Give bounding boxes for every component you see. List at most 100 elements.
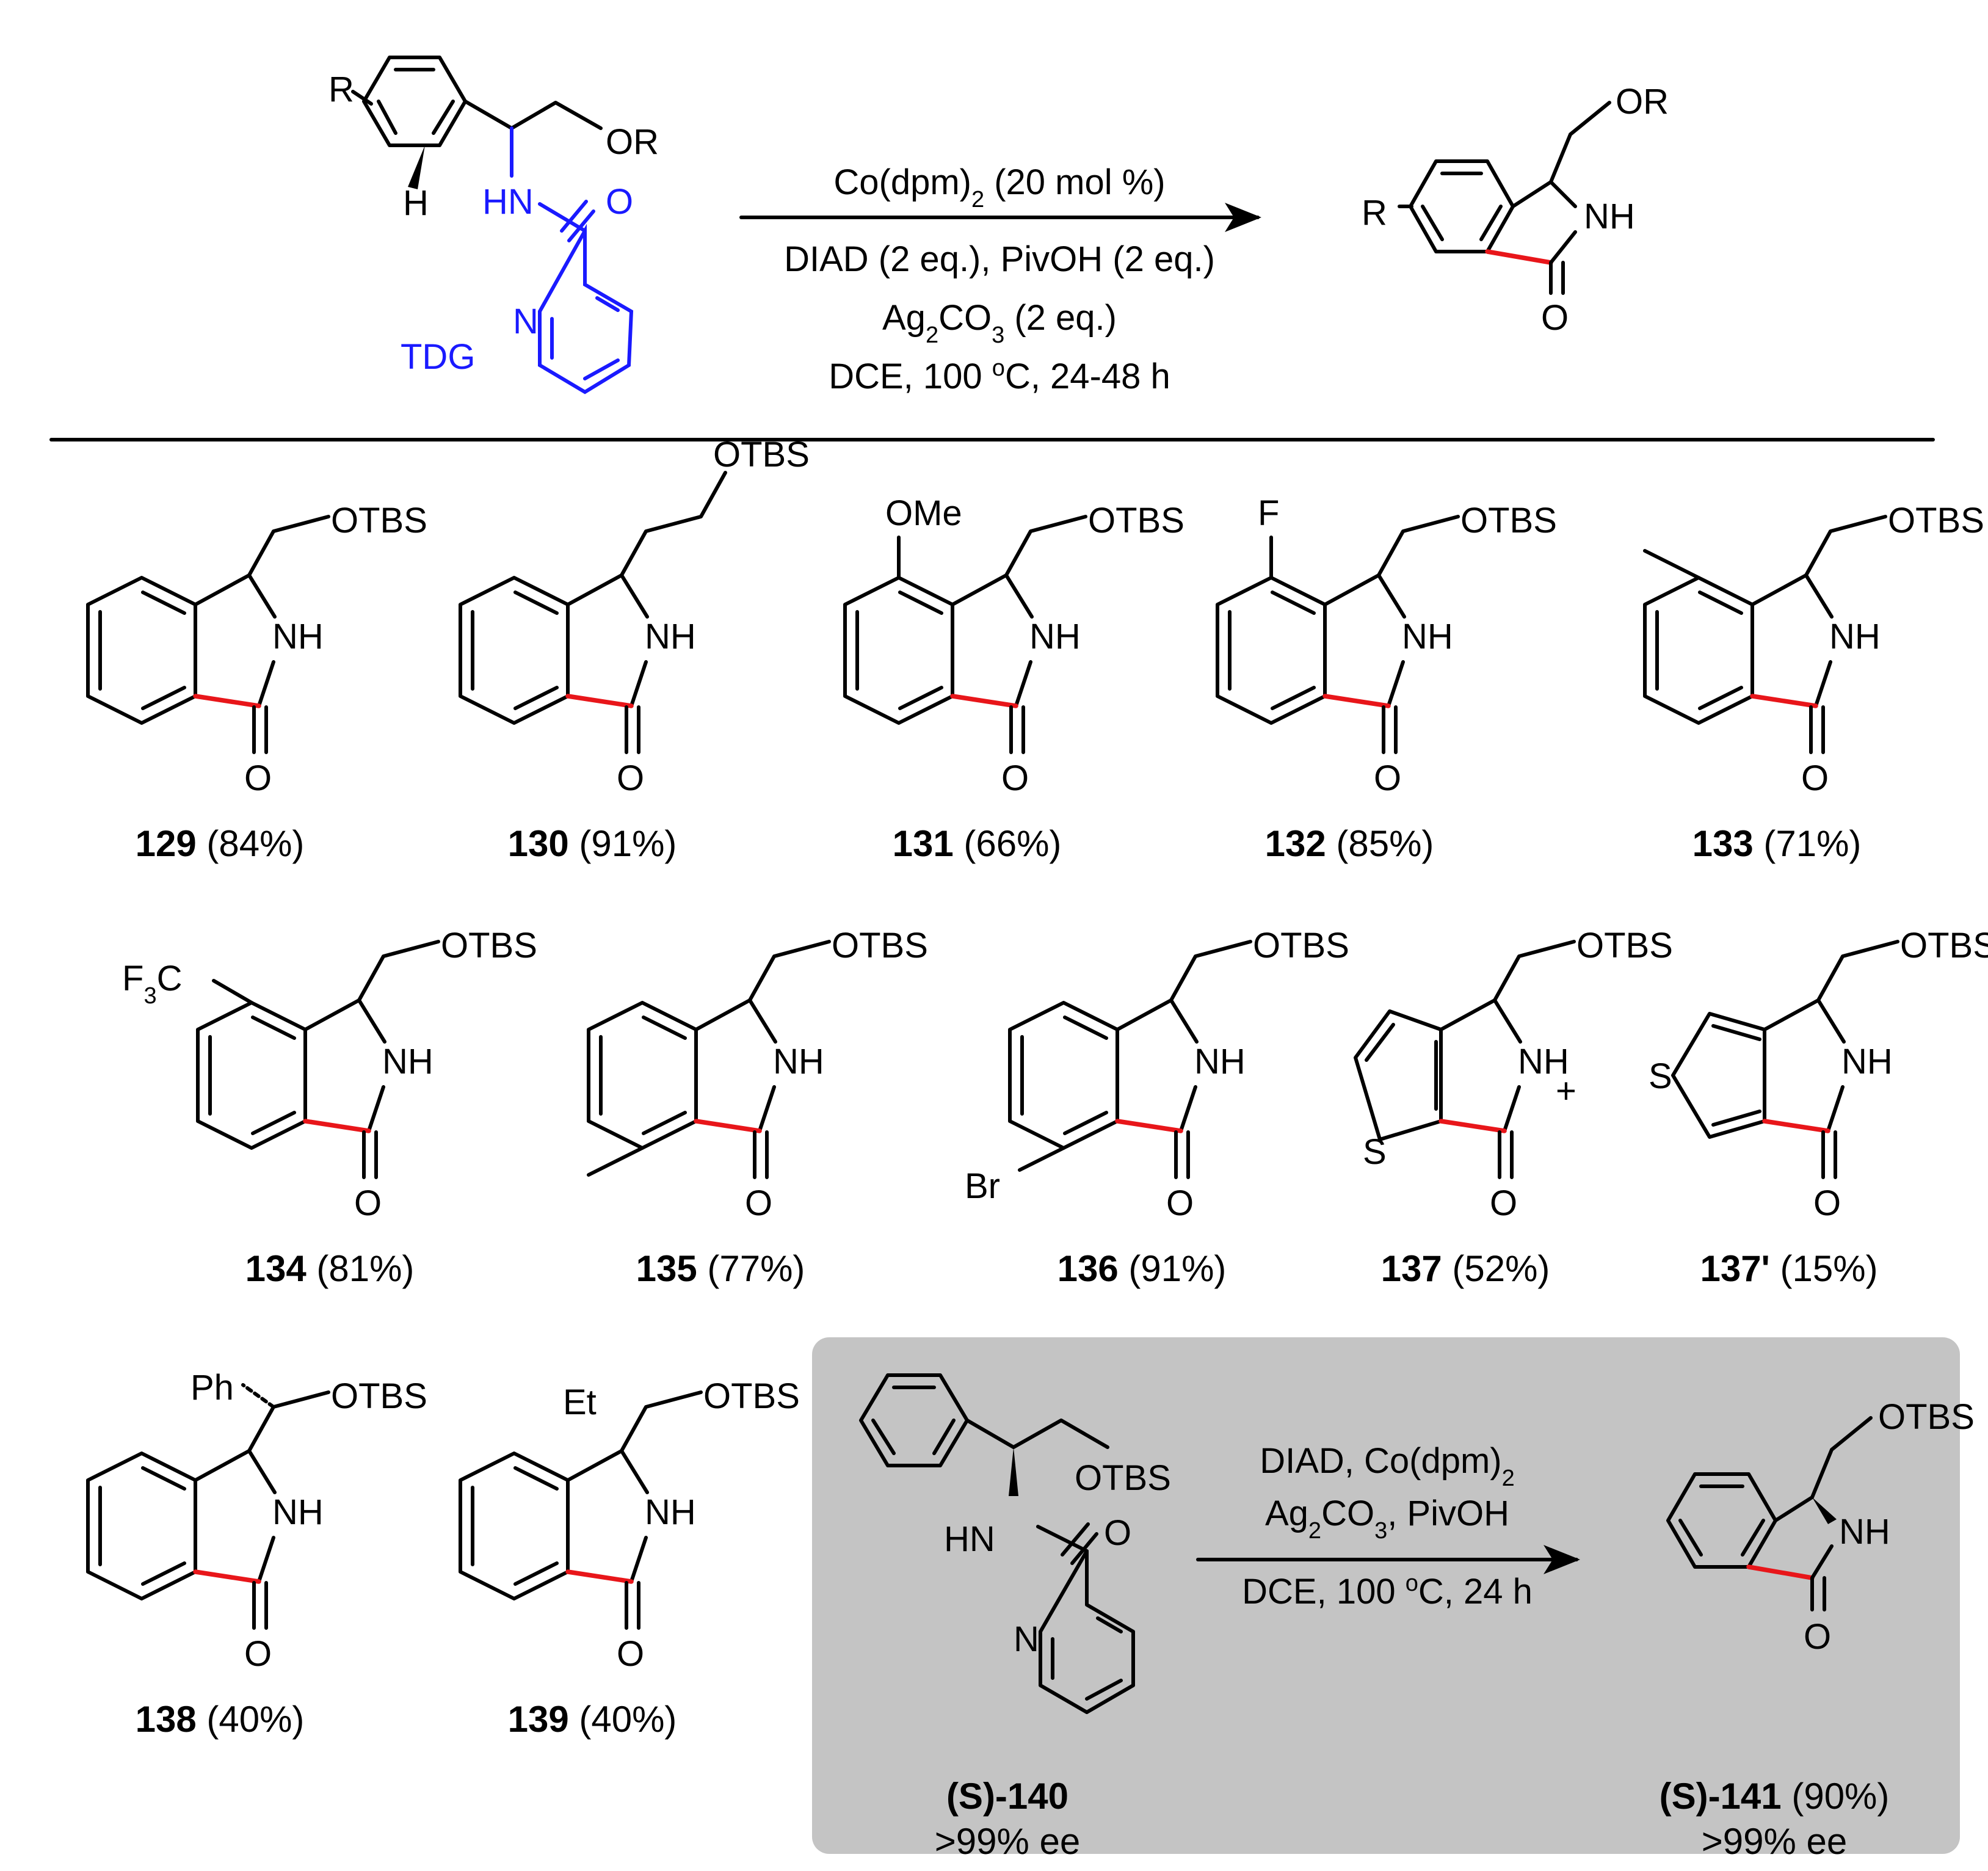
inset-sm-ee: >99% ee xyxy=(935,1821,1081,1862)
inset-panel xyxy=(812,1337,1960,1854)
ch2-chain xyxy=(247,515,330,577)
n-c1-bond xyxy=(367,1085,385,1133)
general-r-label: R xyxy=(328,70,354,109)
aromatic-bonds xyxy=(855,590,943,710)
sulfur-label: S xyxy=(1363,1132,1387,1172)
methyl-bond xyxy=(1643,549,1700,579)
inset-starting-material xyxy=(859,1373,1135,1714)
substituent-label: F3C xyxy=(122,959,182,1009)
inset-prod-nh: NH xyxy=(1839,1512,1890,1552)
inset-condition-3: DCE, 100 oC, 24 h xyxy=(1242,1571,1533,1611)
otbs-label: OTBS xyxy=(1576,926,1673,965)
c3-bonds xyxy=(566,573,649,619)
carbonyl-bond xyxy=(625,705,640,754)
inset-sm-o: O xyxy=(1104,1513,1131,1553)
n-c1-bond xyxy=(257,660,275,708)
c3-bonds xyxy=(194,573,277,619)
new-cc-bond xyxy=(565,694,634,708)
otbs-label: OTBS xyxy=(703,1376,800,1416)
inset-product xyxy=(1666,1416,1873,1611)
benzene-ring xyxy=(459,576,570,725)
ch2-chain xyxy=(1169,940,1252,1002)
ch2-chain xyxy=(748,940,831,1002)
general-condition-4: DCE, 100 oC, 24-48 h xyxy=(829,355,1170,396)
new-cc-bond xyxy=(1322,694,1391,708)
otbs-label: OTBS xyxy=(1888,501,1984,540)
substituent-label: Br xyxy=(965,1166,1000,1206)
n-c1-bond xyxy=(629,660,648,708)
inset-condition-2: Ag2CO3, PivOH xyxy=(1265,1494,1509,1544)
n-c1-bond xyxy=(1179,1085,1197,1133)
benzene-ring xyxy=(1008,1001,1119,1150)
carbonyl-bond xyxy=(362,1130,378,1179)
benzene-ring xyxy=(86,1451,197,1600)
nh-label: NH xyxy=(645,1492,696,1532)
inset-condition-1: DIAD, Co(dpm)2 xyxy=(1260,1441,1515,1491)
carbonyl-o-label: O xyxy=(1166,1183,1194,1223)
carbonyl-bond xyxy=(1498,1130,1514,1179)
otbs-label: OTBS xyxy=(331,1376,427,1416)
ch2-chain xyxy=(357,940,440,1002)
otbs-label: OTBS xyxy=(331,501,427,540)
n-c1-bond xyxy=(1814,660,1832,708)
product-caption: 137' (15%) xyxy=(1700,1248,1877,1289)
new-cc-bond xyxy=(565,1569,634,1584)
aromatic-bonds xyxy=(1655,590,1743,710)
carbonyl-o-label: O xyxy=(244,1634,272,1674)
aromatic-bonds xyxy=(471,1466,559,1586)
carbonyl-o-label: O xyxy=(354,1183,382,1223)
methyl-bond xyxy=(587,1146,644,1177)
c3-bonds xyxy=(951,573,1034,619)
carbonyl-o-label: O xyxy=(745,1183,772,1223)
nh-label: NH xyxy=(1518,1042,1569,1081)
ch2-chain xyxy=(1816,940,1899,1002)
new-cc-bond xyxy=(303,1119,371,1133)
product-caption: 132 (85%) xyxy=(1265,823,1434,864)
ethyl-chain xyxy=(620,471,727,577)
ch2-chain xyxy=(1493,940,1576,1002)
aromatic-bonds xyxy=(599,1015,687,1135)
general-hn-label: HN xyxy=(482,182,534,222)
carbonyl-bond xyxy=(252,1581,268,1630)
thiophene-ring xyxy=(1354,1009,1443,1141)
carbonyl-o-label: O xyxy=(617,758,644,798)
general-starting-material xyxy=(351,56,634,394)
aromatic-bonds xyxy=(1711,1024,1766,1127)
otbs-label: OTBS xyxy=(832,926,928,965)
inset-prod-otbs: OTBS xyxy=(1878,1397,1975,1437)
aromatic-bonds xyxy=(98,590,186,710)
carbonyl-bond xyxy=(1009,705,1025,754)
new-cc-bond xyxy=(1762,1119,1830,1133)
carbonyl-bond xyxy=(1174,1130,1190,1179)
benzene-ring xyxy=(1643,576,1754,725)
otbs-label: OTBS xyxy=(1088,501,1184,540)
nh-label: NH xyxy=(272,1492,324,1532)
nh-label: NH xyxy=(1829,617,1881,656)
substituent-label: Et xyxy=(563,1382,597,1422)
new-cc-bond xyxy=(193,694,261,708)
product-caption: 133 (71%) xyxy=(1692,823,1862,864)
general-product-r: R xyxy=(1362,193,1387,233)
aromatic-bonds xyxy=(98,1466,186,1586)
n-c1-bond xyxy=(1387,660,1405,708)
nh-label: NH xyxy=(1402,617,1453,656)
c3-bonds xyxy=(1750,573,1834,619)
inset-sm-otbs: OTBS xyxy=(1075,1458,1171,1498)
general-o-label: O xyxy=(606,182,633,222)
general-product-o: O xyxy=(1541,298,1569,338)
ch2-chain xyxy=(247,1390,330,1453)
general-n-label: N xyxy=(513,302,539,341)
benzene-ring xyxy=(196,1001,307,1150)
inset-prod-ee: >99% ee xyxy=(1702,1821,1848,1862)
sulfur-label: S xyxy=(1649,1056,1672,1096)
otbs-label: OTBS xyxy=(1460,501,1557,540)
carbonyl-bond xyxy=(753,1130,769,1179)
c3-bonds xyxy=(1323,573,1406,619)
product-caption: 129 (84%) xyxy=(136,823,305,864)
product-caption: 130 (91%) xyxy=(508,823,677,864)
inset-sm-hn: HN xyxy=(944,1519,995,1559)
aromatic-bonds xyxy=(208,1015,296,1135)
